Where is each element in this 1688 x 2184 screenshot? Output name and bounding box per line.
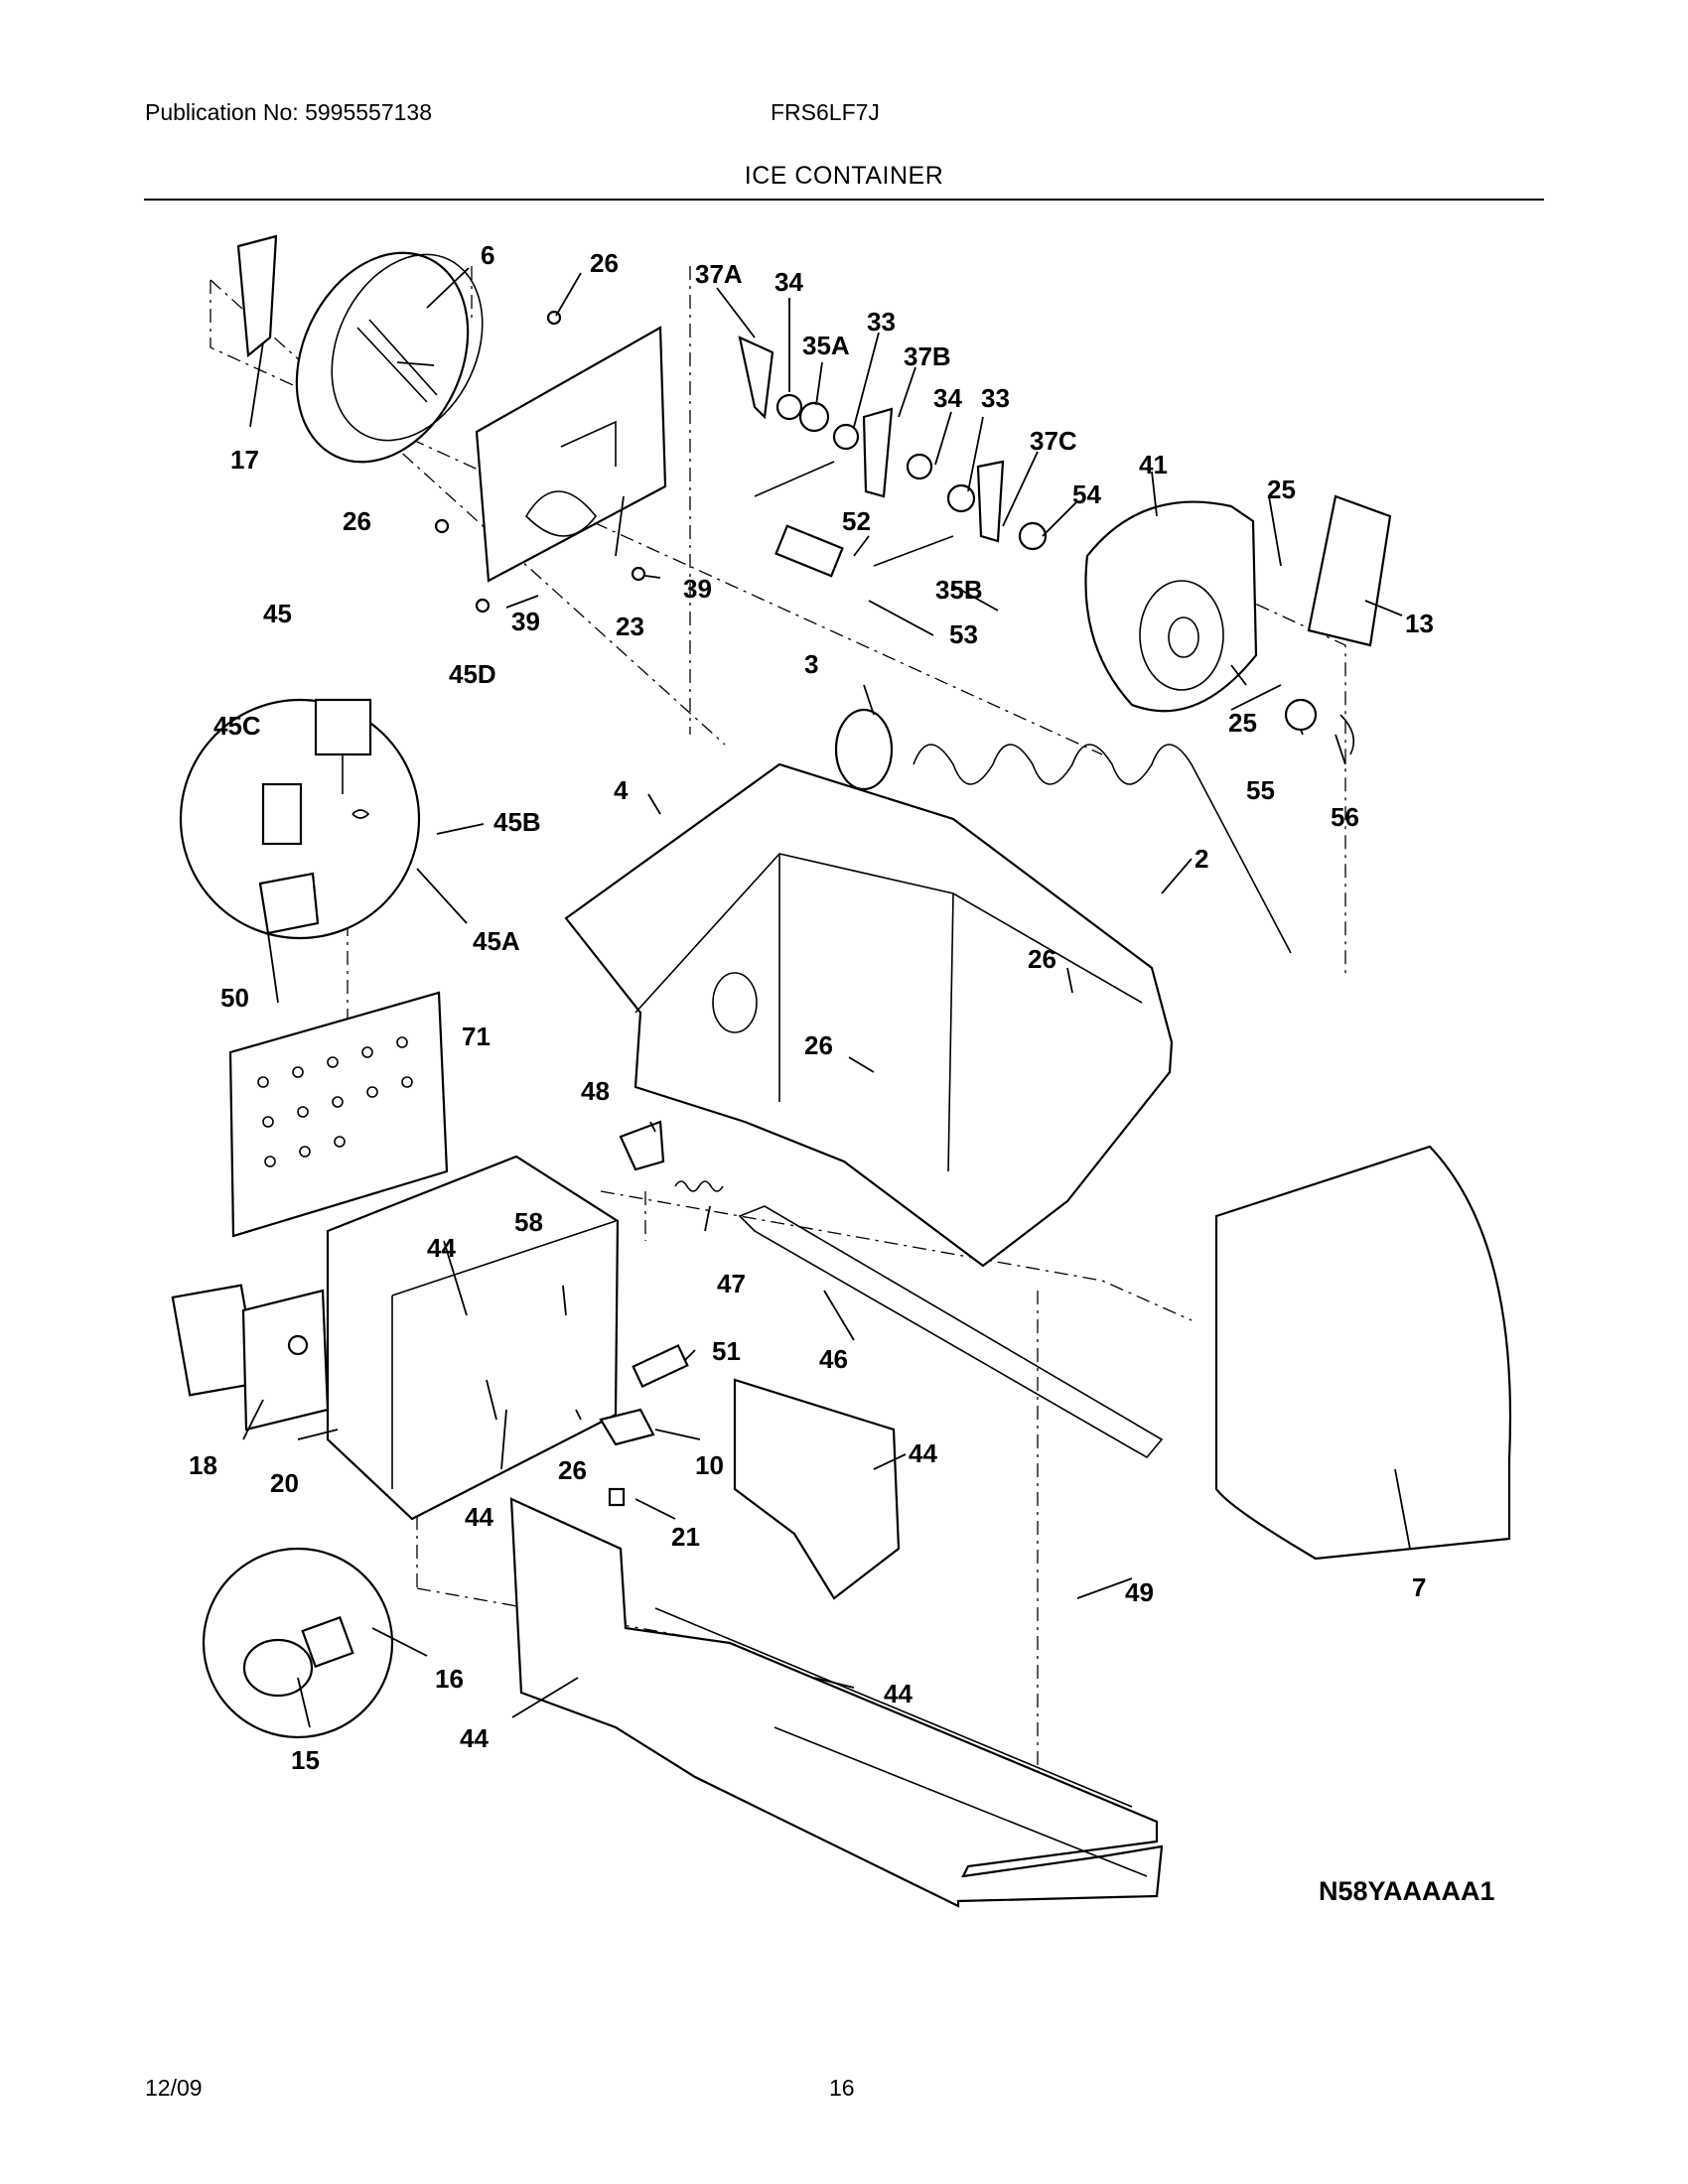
part-label: 26: [343, 506, 371, 536]
lower-housing-part-49: [509, 1497, 1164, 1908]
part-label: 34: [774, 267, 803, 297]
part-label: 58: [514, 1207, 543, 1237]
part-label: 26: [558, 1455, 587, 1485]
part-label: 34: [933, 383, 962, 413]
front-cover-part-7: [1214, 1145, 1512, 1561]
filter-part-17: [236, 234, 278, 358]
part-label: 48: [581, 1076, 610, 1106]
part-label: 44: [465, 1502, 493, 1532]
model-number: FRS6LF7J: [771, 99, 880, 125]
drive-housing-part-41: [1084, 500, 1258, 713]
part-label: 50: [220, 983, 249, 1013]
switch-part-10: [599, 1408, 655, 1446]
part-label: 35A: [802, 331, 850, 360]
insulation-panel-part-71: [228, 991, 449, 1238]
part-label: 26: [1028, 944, 1056, 974]
part-label: 39: [511, 607, 540, 636]
part-label: 56: [1331, 802, 1359, 832]
part-label: 10: [695, 1450, 724, 1480]
part-label: 53: [949, 619, 978, 649]
inset-detail-lamp: [202, 1547, 394, 1739]
part-label: 23: [616, 612, 644, 641]
part-label: 16: [435, 1664, 464, 1694]
part-label: 17: [230, 445, 259, 475]
part-label: 45A: [473, 926, 520, 956]
auger-drive-parts: [738, 336, 1048, 636]
part-number-labels: 6 26 37A 34 35A 33 37B 34 33 37C 41 25 5…: [189, 240, 1495, 1906]
part-label: 25: [1228, 708, 1257, 738]
ice-bin-part-4: [564, 762, 1174, 1268]
part-label: 44: [427, 1233, 456, 1263]
part-label: 21: [671, 1522, 700, 1552]
part-label: 55: [1246, 775, 1275, 805]
actuator-rod-part-46: [738, 1205, 1164, 1459]
part-label: 4: [614, 775, 629, 805]
leader-lines: [242, 267, 1411, 1728]
part-label: 52: [842, 506, 871, 536]
part-label: 45: [263, 599, 292, 628]
part-label: 49: [1125, 1577, 1154, 1607]
inset-detail-45: [179, 698, 421, 940]
part-label: 37B: [904, 341, 951, 371]
part-label: 33: [981, 383, 1010, 413]
shutter-part-13: [1307, 494, 1392, 647]
part-label: 45C: [213, 711, 261, 741]
part-label: 37C: [1030, 426, 1077, 456]
motor-part-18: [171, 1284, 330, 1432]
part-label: 35B: [935, 575, 983, 605]
part-label: 47: [717, 1269, 746, 1298]
part-label: 44: [909, 1438, 937, 1468]
part-label: 54: [1072, 479, 1101, 509]
part-label: 39: [683, 574, 712, 604]
part-label: 15: [291, 1745, 320, 1775]
part-label: 41: [1139, 450, 1168, 479]
part-label: 45D: [449, 659, 496, 689]
part-label: 26: [590, 248, 619, 278]
part-label: 18: [189, 1450, 217, 1480]
publication-number: Publication No: 5995557138: [145, 99, 433, 125]
auger-spring-part-2: [913, 744, 1292, 954]
part-label: 13: [1405, 609, 1434, 638]
back-plate-part-23: [475, 326, 667, 583]
part-label: 51: [712, 1336, 741, 1366]
gear-part-3: [834, 708, 894, 791]
solenoid-part-51: [632, 1344, 689, 1388]
part-label: 26: [804, 1030, 833, 1060]
clip-part-21: [608, 1487, 626, 1507]
footer-date: 12/09: [145, 2075, 203, 2101]
spring-part-47: [674, 1180, 724, 1192]
part-label: 3: [804, 649, 818, 679]
page-title: ICE CONTAINER: [744, 162, 944, 190]
part-label: 37A: [695, 259, 743, 289]
motor-bracket-part-20: [326, 1155, 620, 1521]
part-label: 7: [1412, 1572, 1426, 1602]
bracket-part-48: [619, 1120, 665, 1171]
page-number: 16: [829, 2075, 855, 2101]
part-label: 20: [270, 1468, 299, 1498]
part-label: 45B: [493, 807, 541, 837]
part-label: 6: [481, 240, 494, 270]
part-label: 2: [1195, 844, 1208, 874]
part-label: 25: [1267, 475, 1296, 504]
title-rule: [144, 199, 1544, 201]
panel-holes: [257, 1036, 413, 1167]
diagram-code: N58YAAAAA1: [1319, 1876, 1495, 1906]
part-label: 71: [462, 1022, 491, 1051]
part-label: 44: [884, 1679, 913, 1708]
part-label: 33: [867, 307, 896, 337]
fan-housing-part-6: [295, 251, 484, 464]
part-label: 44: [460, 1723, 489, 1753]
side-bracket: [733, 1378, 901, 1600]
part-label: 46: [819, 1344, 848, 1374]
